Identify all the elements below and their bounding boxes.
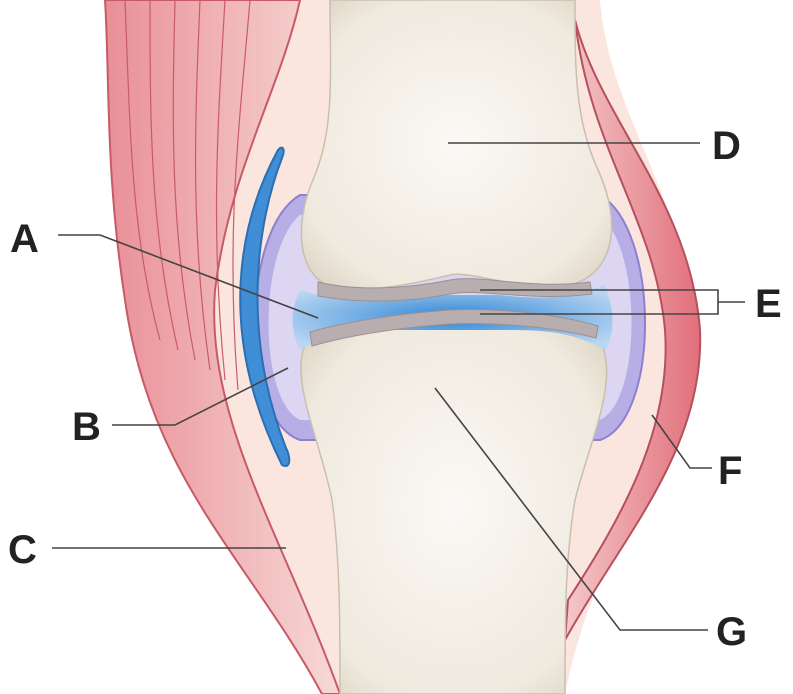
femur	[301, 0, 611, 289]
label-d: D	[712, 124, 741, 168]
label-b: B	[72, 405, 101, 449]
label-e: E	[755, 282, 782, 326]
tibia	[301, 315, 607, 694]
label-c: C	[8, 528, 37, 572]
label-f: F	[718, 449, 742, 493]
label-a: A	[10, 217, 39, 261]
label-g: G	[716, 610, 747, 654]
